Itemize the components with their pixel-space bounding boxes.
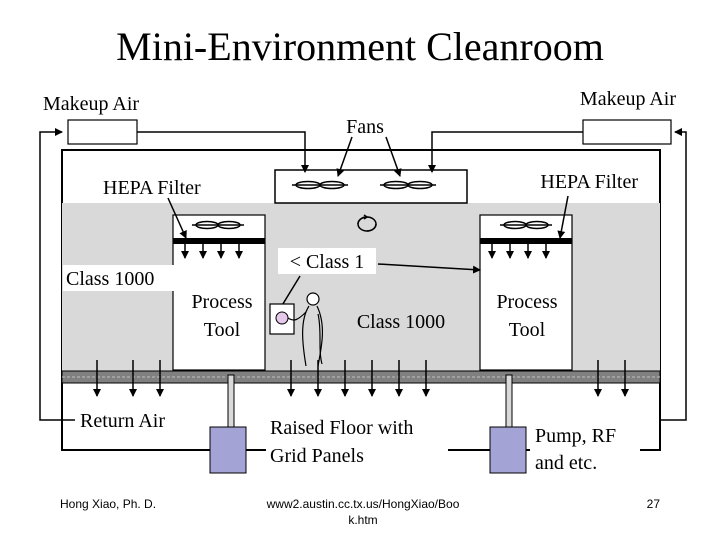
hepa-filter-left	[173, 238, 265, 244]
class-less-1-box	[278, 248, 376, 274]
process-tool-right-label-line2: Tool	[509, 319, 546, 341]
ceiling-fan-unit	[274, 169, 468, 204]
pump-rf-label-line1: Pump, RF	[535, 425, 616, 447]
operator-icon	[287, 292, 323, 367]
process-tool-left-label-line2: Tool	[204, 319, 241, 341]
page-number: 27	[647, 497, 661, 511]
downflow-arrows-left	[181, 244, 243, 259]
footer-author: Hong Xiao, Ph. D.	[60, 497, 156, 511]
raised-floor	[61, 370, 661, 384]
pillar-right	[505, 374, 513, 428]
raised-floor-label-line2: Grid Panels	[270, 445, 364, 467]
class-1000-center-label: Class 1000	[357, 311, 445, 333]
footer-url-line1: www2.austin.cc.tx.us/HongXiao/Boo	[266, 497, 460, 511]
wafer	[275, 311, 289, 325]
hepa-pointers	[167, 195, 569, 239]
fan-icon	[192, 220, 244, 230]
makeup-air-right-label: Makeup Air	[580, 88, 676, 110]
recirculation-icon	[357, 214, 377, 232]
makeup-air-box-right	[582, 119, 672, 145]
fans-pointers	[336, 136, 402, 177]
fans-label: Fans	[346, 116, 384, 138]
slide-title: Mini-Environment Cleanroom	[116, 24, 604, 69]
fan-icon	[380, 180, 436, 190]
pump-left	[209, 426, 247, 474]
makeup-air-left-label: Makeup Air	[43, 93, 139, 115]
class-1000-left-label: Class 1000	[66, 268, 154, 290]
pump-rf-label-box	[530, 420, 640, 476]
downflow-arrows-right	[488, 244, 550, 259]
hepa-filter-right	[480, 238, 572, 244]
hepa-filter-right-label: HEPA Filter	[540, 171, 638, 193]
class-less-1-label: < Class 1	[290, 251, 365, 273]
fan-icon	[500, 220, 552, 230]
raised-floor-label-box	[266, 412, 448, 470]
class-1000-left-box	[63, 265, 175, 291]
hepa-filter-left-label: HEPA Filter	[103, 177, 201, 199]
return-air-label: Return Air	[80, 410, 165, 432]
fan-icon	[292, 180, 348, 190]
makeup-air-box-left	[67, 119, 138, 145]
return-air-loop	[39, 128, 687, 421]
process-tool-left-label-line1: Process	[191, 291, 252, 313]
pillar-left	[227, 374, 235, 428]
process-tool-right-label-line1: Process	[496, 291, 557, 313]
pump-right	[489, 426, 527, 474]
pump-rf-label-line2: and etc.	[535, 452, 597, 474]
footer-url-line2: k.htm	[348, 513, 377, 527]
return-air-box	[76, 406, 186, 432]
floor-flow-arrows	[93, 360, 629, 397]
raised-floor-label-line1: Raised Floor with	[270, 417, 413, 439]
